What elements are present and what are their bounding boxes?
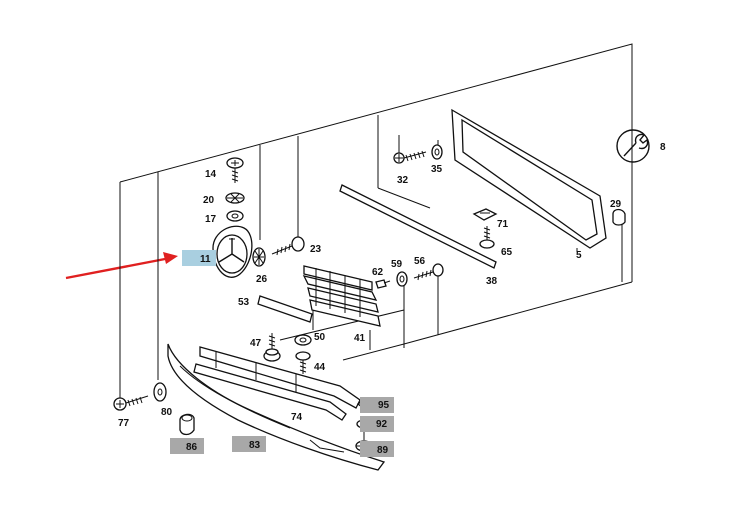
highlight-box-11 bbox=[182, 250, 216, 266]
callout-17: 17 bbox=[205, 214, 217, 225]
washer-part-17[interactable] bbox=[226, 210, 244, 222]
screw-part-32[interactable] bbox=[393, 150, 427, 164]
callout-89: 89 bbox=[377, 445, 389, 456]
bracket-part-74[interactable] bbox=[193, 346, 361, 421]
bolt-part-47[interactable] bbox=[263, 333, 281, 362]
bolt-part-65[interactable] bbox=[479, 226, 495, 249]
callout-65: 65 bbox=[501, 247, 513, 258]
callout-11: 11 bbox=[200, 254, 211, 265]
gray-box-95 bbox=[360, 397, 394, 413]
wrench-icon bbox=[616, 129, 650, 163]
callout-77: 77 bbox=[118, 418, 130, 429]
washer-part-59[interactable] bbox=[396, 271, 408, 287]
clip-part-71[interactable] bbox=[472, 208, 498, 221]
callout-47: 47 bbox=[250, 338, 262, 349]
callout-44: 44 bbox=[314, 362, 326, 373]
gray-box-89 bbox=[360, 441, 394, 457]
gray-box-92 bbox=[360, 416, 394, 432]
screw-part-77[interactable] bbox=[113, 395, 149, 411]
cap-part-29[interactable] bbox=[612, 208, 626, 226]
callout-8: 8 bbox=[660, 142, 666, 153]
callout-86: 86 bbox=[186, 442, 198, 453]
spoiler-part-83[interactable] bbox=[167, 343, 386, 471]
trim-strip-part-38[interactable] bbox=[339, 184, 497, 269]
pin-part-62[interactable] bbox=[375, 279, 391, 289]
callout-41: 41 bbox=[354, 333, 366, 344]
callout-32: 32 bbox=[397, 175, 409, 186]
callout-74: 74 bbox=[291, 412, 303, 423]
callout-95: 95 bbox=[378, 400, 390, 411]
callout-71: 71 bbox=[497, 219, 509, 230]
callout-62: 62 bbox=[372, 267, 384, 278]
nut-part-20[interactable] bbox=[225, 192, 245, 204]
callout-35: 35 bbox=[431, 164, 443, 175]
grille-slats-part-41[interactable] bbox=[302, 265, 381, 327]
callout-83: 83 bbox=[249, 440, 261, 451]
callout-20: 20 bbox=[203, 195, 215, 206]
pointer-arrow bbox=[65, 252, 178, 280]
strip-part-53[interactable] bbox=[257, 295, 313, 323]
gray-box-83 bbox=[232, 436, 266, 452]
callout-5: 5 bbox=[576, 250, 582, 261]
star-emblem-part-11[interactable] bbox=[212, 225, 253, 278]
callout-14: 14 bbox=[205, 169, 217, 180]
callout-29: 29 bbox=[610, 199, 622, 210]
screw-part-56[interactable] bbox=[413, 263, 444, 281]
gray-box-86 bbox=[170, 438, 204, 454]
callout-23: 23 bbox=[310, 244, 322, 255]
plug-part-86[interactable] bbox=[179, 413, 195, 436]
callout-59: 59 bbox=[391, 259, 403, 270]
bolt-part-44[interactable] bbox=[295, 351, 311, 374]
callout-50: 50 bbox=[314, 332, 326, 343]
callout-80: 80 bbox=[161, 407, 173, 418]
frame-lines bbox=[119, 43, 633, 398]
washer-part-35[interactable] bbox=[431, 144, 443, 160]
washer-part-80[interactable] bbox=[153, 382, 167, 402]
grille-frame-part-5[interactable] bbox=[451, 108, 607, 252]
nut-part-26[interactable] bbox=[252, 247, 266, 267]
callout-56: 56 bbox=[414, 256, 426, 267]
washer-part-50[interactable] bbox=[294, 334, 312, 346]
screw-part-14[interactable] bbox=[226, 157, 244, 183]
callout-26: 26 bbox=[256, 274, 268, 285]
callout-38: 38 bbox=[486, 276, 498, 287]
callout-53: 53 bbox=[238, 297, 250, 308]
screw-part-23[interactable] bbox=[271, 236, 305, 256]
callout-92: 92 bbox=[376, 419, 388, 430]
